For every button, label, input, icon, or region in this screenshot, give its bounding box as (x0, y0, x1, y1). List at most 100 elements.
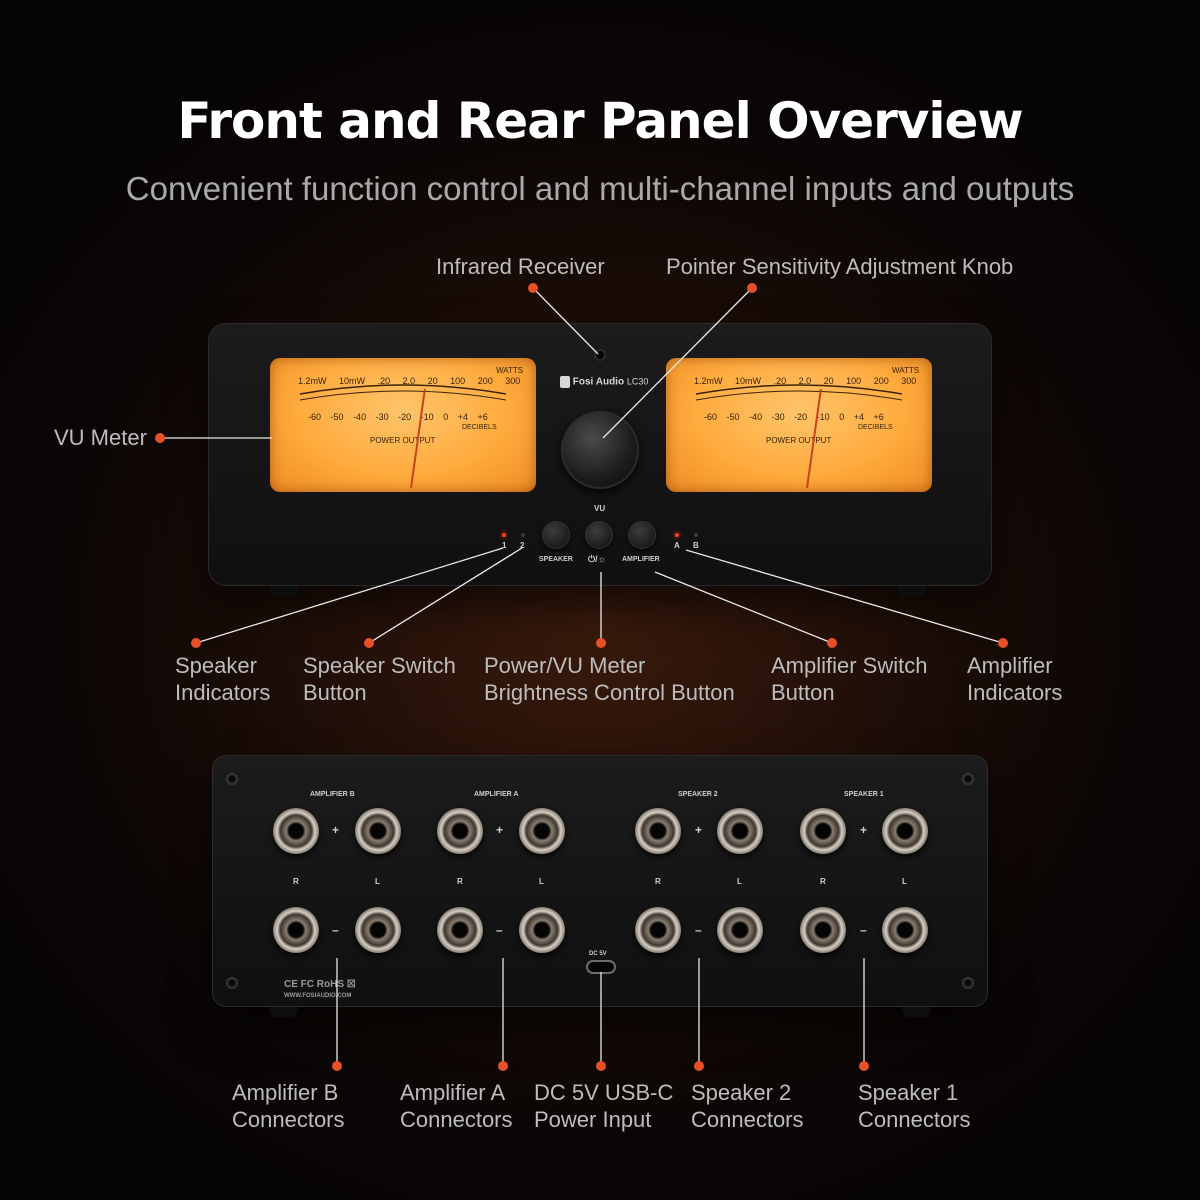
binding-post[interactable] (273, 808, 319, 854)
binding-post[interactable] (437, 907, 483, 953)
amplifier-led-b (694, 533, 698, 537)
speaker-led-2-label: 2 (520, 541, 525, 550)
callout-dot (364, 638, 374, 648)
website-text: WWW.FOSIAUDIO.COM (284, 993, 352, 999)
power-brightness-button[interactable] (585, 521, 613, 549)
brand-logo: Fosi Audio LC30 (560, 376, 648, 388)
plus-marker: + (332, 823, 340, 837)
callout-dot (332, 1061, 342, 1071)
binding-post[interactable] (882, 808, 928, 854)
speaker-switch-button[interactable] (542, 521, 570, 549)
binding-post[interactable] (882, 907, 928, 953)
label-infrared-receiver: Infrared Receiver (436, 254, 605, 279)
page-subtitle: Convenient function control and multi-ch… (125, 170, 1075, 207)
binding-post[interactable] (437, 808, 483, 854)
rear-foot-left (270, 1007, 298, 1017)
callout-dot (596, 638, 606, 648)
meter-power-output-label: POWER OUTPUT (766, 436, 832, 445)
minus-marker: – (860, 923, 867, 937)
r-marker: R (655, 877, 661, 886)
rear-group-label-spk-2: SPEAKER 2 (678, 791, 718, 798)
speaker-led-2 (521, 533, 525, 537)
pointer-sensitivity-knob[interactable] (561, 411, 639, 489)
speaker-led-1 (502, 533, 506, 537)
r-marker: R (293, 877, 299, 886)
callout-dot (998, 638, 1008, 648)
r-marker: R (820, 877, 826, 886)
meter-scale-db: -60 -50 -40 -30 -20 -10 0 +4 +6 (308, 412, 488, 422)
front-panel: WATTS 1.2mW 10mW .20 2.0 20 100 200 300 … (208, 323, 992, 586)
plus-marker: + (695, 823, 703, 837)
page-title: Front and Rear Panel Overview (177, 92, 1023, 150)
meter-decibels-label: DECIBELS (858, 424, 893, 431)
meter-scale-arc (299, 384, 507, 401)
screw (962, 773, 974, 785)
meter-power-output-label: POWER OUTPUT (370, 436, 436, 445)
callout-dot (747, 283, 757, 293)
vu-meter-left: WATTS 1.2mW 10mW .20 2.0 20 100 200 300 … (270, 358, 536, 492)
binding-post[interactable] (635, 808, 681, 854)
vu-label: VU (594, 504, 606, 513)
screw (226, 977, 238, 989)
meter-scale-top: 1.2mW 10mW .20 2.0 20 100 200 300 (298, 376, 521, 386)
callout-dot (827, 638, 837, 648)
callout-dot (596, 1061, 606, 1071)
l-marker: L (375, 877, 380, 886)
callout-dot (155, 433, 165, 443)
binding-post[interactable] (717, 808, 763, 854)
binding-post[interactable] (355, 808, 401, 854)
amplifier-switch-button[interactable] (628, 521, 656, 549)
speaker-led-1-label: 1 (502, 541, 507, 550)
callout-dot (528, 283, 538, 293)
l-marker: L (539, 877, 544, 886)
minus-marker: – (695, 923, 702, 937)
amplifier-button-label: AMPLIFIER (622, 556, 660, 563)
power-button-label: ⏻/☼ (588, 554, 606, 564)
vu-meter-right: WATTS 1.2mW 10mW .20 2.0 20 100 200 300 … (666, 358, 932, 492)
plus-marker: + (860, 823, 868, 837)
binding-post[interactable] (273, 907, 319, 953)
plus-marker: + (496, 823, 504, 837)
callout-dot (191, 638, 201, 648)
usb-c-port[interactable] (588, 962, 614, 972)
label-vu-meter: VU Meter (54, 425, 147, 450)
binding-post[interactable] (717, 907, 763, 953)
binding-post[interactable] (800, 808, 846, 854)
binding-post[interactable] (355, 907, 401, 953)
dc-label: DC 5V (589, 951, 607, 957)
label-pointer-knob: Pointer Sensitivity Adjustment Knob (666, 254, 1014, 279)
binding-post[interactable] (635, 907, 681, 953)
meter-scale-db: -60 -50 -40 -30 -20 -10 0 +4 +6 (704, 412, 884, 422)
binding-post[interactable] (800, 907, 846, 953)
binding-post[interactable] (519, 907, 565, 953)
callout-dot (859, 1061, 869, 1071)
rear-group-label-amp-b: AMPLIFIER B (310, 791, 355, 798)
rear-panel: AMPLIFIER B AMPLIFIER A SPEAKER 2 SPEAKE… (212, 755, 988, 1007)
binding-post[interactable] (519, 808, 565, 854)
meter-watts-label: WATTS (496, 366, 524, 375)
front-foot-right (898, 586, 926, 596)
speaker-button-label: SPEAKER (539, 556, 573, 563)
minus-marker: – (332, 923, 339, 937)
screw (962, 977, 974, 989)
rear-group-label-spk-1: SPEAKER 1 (844, 791, 884, 798)
amplifier-led-a-label: A (674, 541, 680, 550)
meter-decibels-label: DECIBELS (462, 424, 497, 431)
r-marker: R (457, 877, 463, 886)
minus-marker: – (496, 923, 503, 937)
amplifier-led-a (675, 533, 679, 537)
brand-logo-icon (560, 376, 570, 388)
front-foot-left (270, 586, 298, 596)
callout-dot (498, 1061, 508, 1071)
rear-group-label-amp-a: AMPLIFIER A (474, 791, 519, 798)
